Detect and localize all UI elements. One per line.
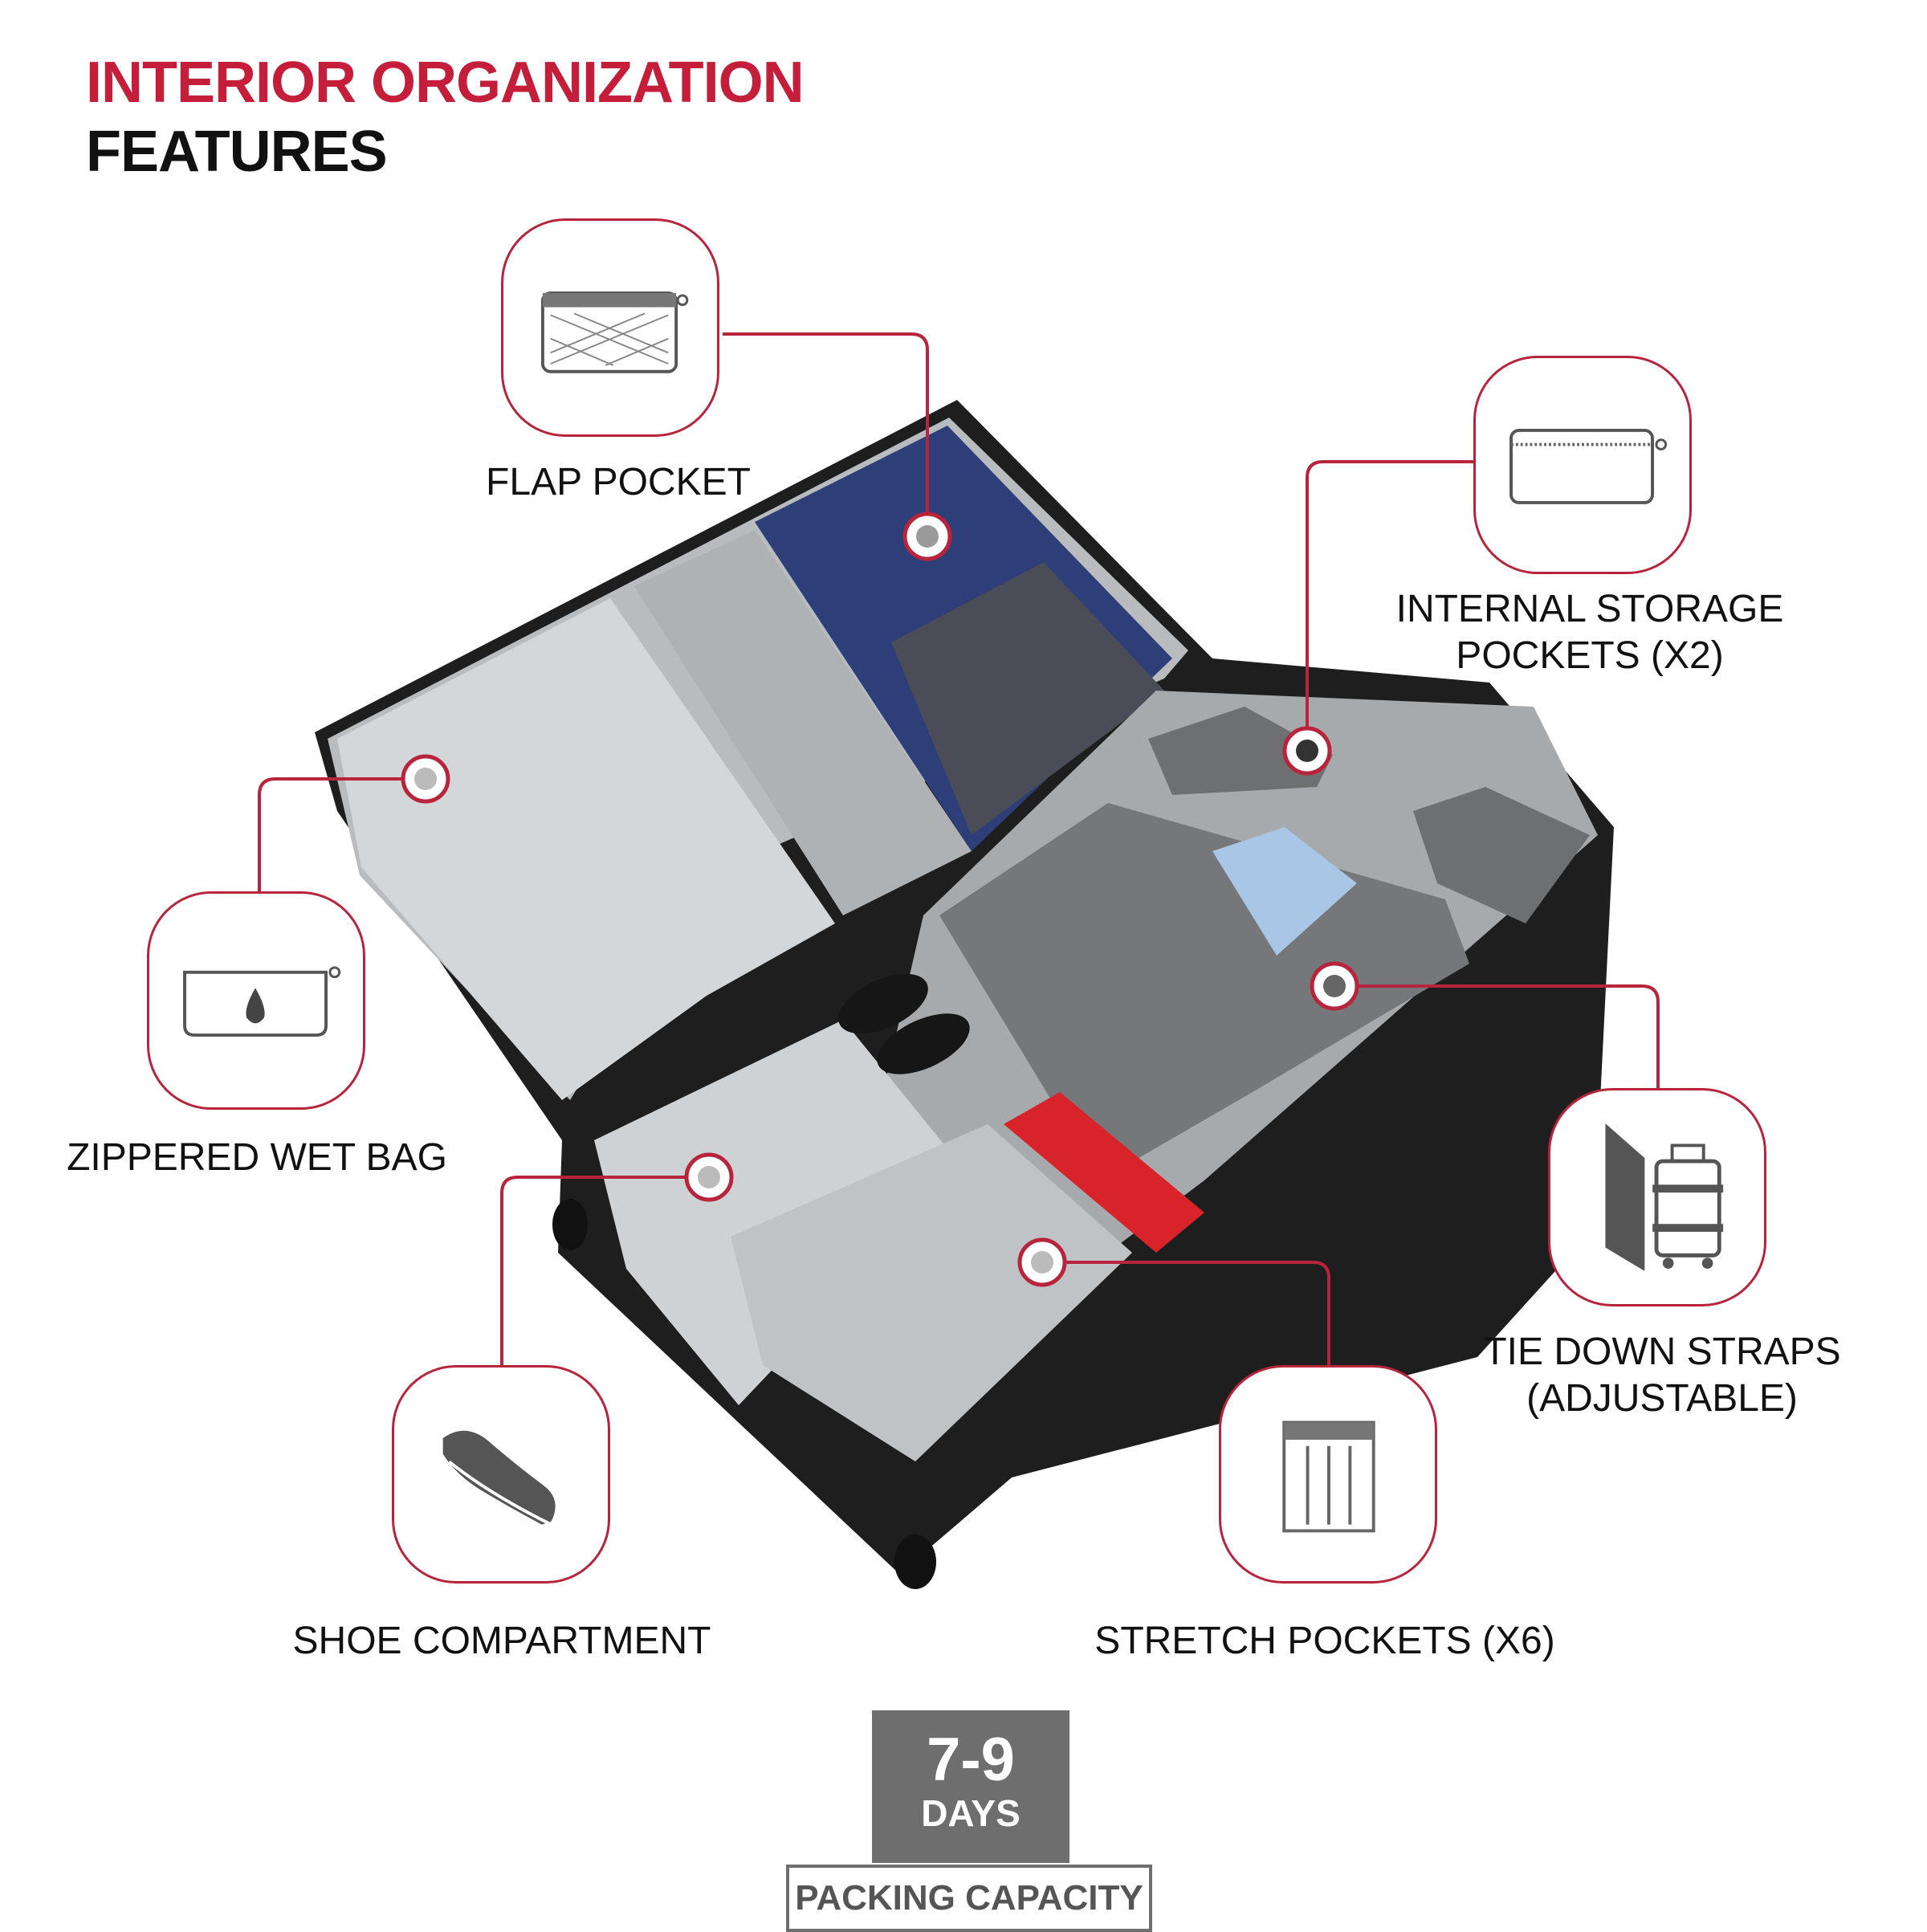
days-value: 7-9	[927, 1726, 1015, 1794]
wheel-1	[552, 1199, 588, 1250]
label-internal-storage-1: INTERNAL STORAGE	[1395, 588, 1784, 630]
shirt-collar	[1212, 827, 1357, 956]
stretch-pockets-card	[1219, 1365, 1437, 1584]
shoe-icon	[442, 1430, 556, 1525]
shoe-compartment-card	[392, 1365, 610, 1584]
callout-stretch	[1064, 1261, 1330, 1365]
days-badge: 7-9 DAYS	[872, 1710, 1069, 1863]
shirt-checked	[891, 562, 1164, 835]
lid-pockets	[634, 530, 972, 915]
label-stretch-pockets: STRETCH POCKETS (X6)	[1094, 1620, 1555, 1662]
callout-tiedown	[1357, 984, 1660, 1088]
hotspot-storage[interactable]	[1282, 726, 1332, 776]
mesh-pocket-right	[1413, 787, 1590, 923]
internal-storage-card	[1473, 356, 1692, 574]
hotspot-shoe[interactable]	[684, 1152, 734, 1202]
zipper-pouch-icon	[1509, 429, 1668, 504]
stretch-pocket-icon	[1282, 1420, 1375, 1533]
page-title-line2: FEATURES	[86, 120, 388, 184]
shoe-1	[838, 973, 928, 1034]
mesh-pocket-icon	[540, 291, 689, 373]
shoe-2	[877, 1013, 970, 1074]
wet-bag-icon	[183, 966, 341, 1037]
callout-shoe	[500, 1176, 686, 1365]
hotspot-wetbag[interactable]	[401, 754, 450, 804]
label-internal-storage-2: POCKETS (X2)	[1456, 634, 1724, 677]
label-tie-down-1: TIE DOWN STRAPS	[1483, 1331, 1841, 1373]
callout-wetbag	[258, 777, 405, 891]
callout-flap	[723, 332, 929, 538]
suitcase-strap-icon	[1605, 1123, 1724, 1271]
label-shoe-compartment: SHOE COMPARTMENT	[292, 1620, 711, 1662]
stretch-pockets-bottom	[731, 1124, 1132, 1461]
label-wet-bag: ZIPPERED WET BAG	[67, 1136, 447, 1179]
wet-bag-panel	[337, 598, 835, 1100]
page-title-line1: INTERIOR ORGANIZATION	[86, 51, 805, 115]
callout-storage	[1306, 460, 1473, 732]
red-item	[1004, 1092, 1204, 1253]
flap-pocket-card	[501, 218, 719, 437]
days-unit: DAYS	[921, 1792, 1021, 1834]
wet-bag-card	[147, 891, 365, 1110]
label-tie-down-2: (ADJUSTABLE)	[1526, 1377, 1798, 1420]
hotspot-stretch[interactable]	[1017, 1237, 1067, 1287]
hotspot-flap[interactable]	[902, 512, 952, 561]
label-flap-pocket: FLAP POCKET	[486, 461, 751, 503]
mesh-pocket-left	[1148, 707, 1333, 795]
wheel-2	[894, 1535, 936, 1589]
tie-down-card	[1548, 1088, 1766, 1306]
packing-capacity-label: PACKING CAPACITY	[786, 1865, 1152, 1932]
hotspot-tiedown[interactable]	[1310, 961, 1359, 1011]
